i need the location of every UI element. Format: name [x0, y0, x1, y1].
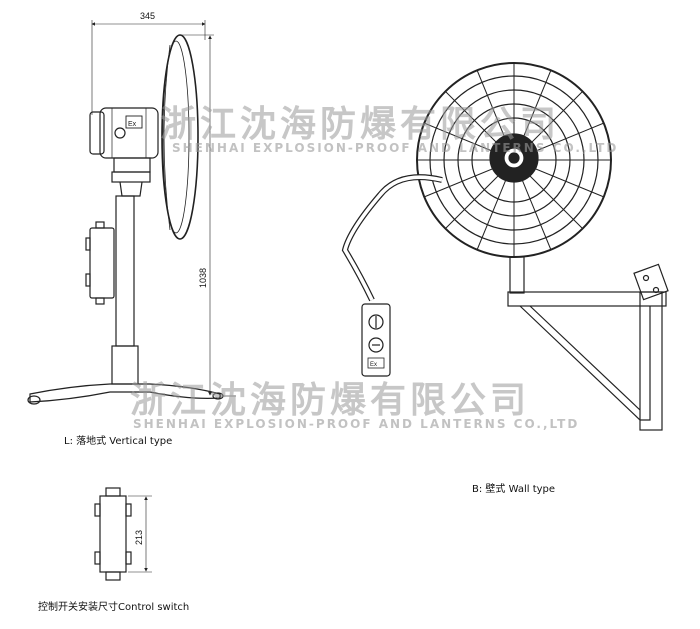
- watermark-cn-top: 浙江沈海防爆有限公司: [160, 104, 560, 145]
- watermark-en-bottom: SHENHAI EXPLOSION-PROOF AND LANTERNS CO.…: [133, 417, 579, 431]
- dimension-213: 213: [134, 530, 144, 545]
- wall-type-fan: [341, 62, 669, 431]
- ex-plate-text: Ex: [128, 121, 137, 128]
- label-wall-type: B: 壁式 Wall type: [472, 484, 556, 495]
- watermark-cn-bottom: 浙江沈海防爆有限公司: [130, 380, 530, 421]
- dimension-1038: 1038: [198, 268, 208, 288]
- ex-plate-text-switch: Ex: [370, 362, 377, 368]
- watermark-top: 浙江沈海防爆有限公司 SHENHAI EXPLOSION-PROOF AND L…: [160, 104, 618, 155]
- label-control-switch: 控制开关安装尺寸Control switch: [38, 602, 190, 613]
- label-vertical-type: L: 落地式 Vertical type: [64, 436, 173, 447]
- control-switch-drawing: [94, 487, 152, 581]
- watermark-en-top: SHENHAI EXPLOSION-PROOF AND LANTERNS CO.…: [172, 141, 618, 155]
- dimension-345: 345: [140, 11, 155, 21]
- vertical-type-fan: [27, 20, 236, 405]
- watermark-bottom: 浙江沈海防爆有限公司 SHENHAI EXPLOSION-PROOF AND L…: [130, 380, 579, 431]
